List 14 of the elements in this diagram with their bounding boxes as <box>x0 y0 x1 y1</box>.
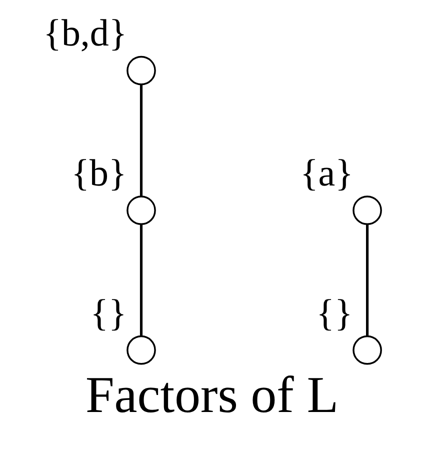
node-label: {} <box>316 292 352 334</box>
node-circle <box>126 56 156 86</box>
connector <box>366 224 368 336</box>
node-label: {b,d} <box>42 12 127 55</box>
connector <box>139 224 142 336</box>
node-circle <box>126 196 156 225</box>
node-label: {b} <box>70 152 126 194</box>
node-label: {} <box>90 292 126 334</box>
node-circle <box>352 196 382 225</box>
node-label: {a} <box>300 152 353 194</box>
node-circle <box>126 335 156 365</box>
connector <box>139 84 142 196</box>
caption: Factors of L <box>85 367 338 424</box>
node-circle <box>352 335 382 365</box>
